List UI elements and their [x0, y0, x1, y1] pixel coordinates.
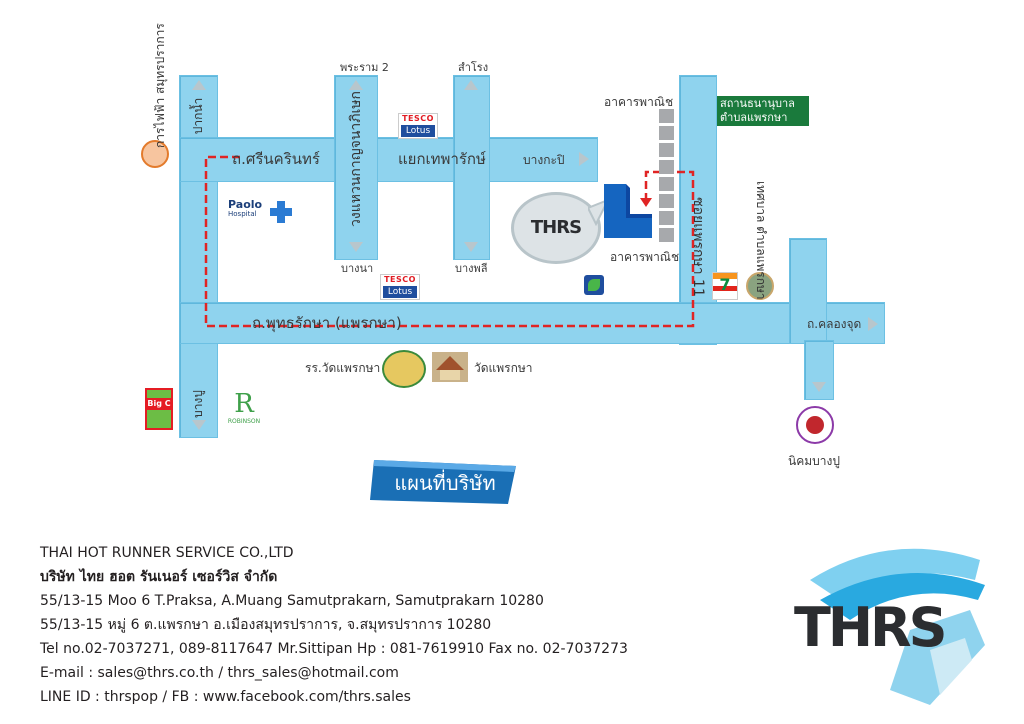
arrow-right-bang-kapi [579, 152, 589, 166]
arrow-down-bang-na [349, 242, 363, 252]
building-block [659, 160, 674, 174]
health-station-badge: สถานธนานุบาล ตำบลแพรกษา [717, 96, 809, 126]
paolo-hospital-logo: Paolo Hospital [228, 199, 298, 227]
school-label: รร.วัดแพรกษา [305, 361, 381, 375]
building-block [659, 228, 674, 242]
building-block [659, 143, 674, 157]
bubble-pointer [588, 200, 610, 226]
address-th: 55/13-15 หมู่ 6 ต.แพรกษา อ.เมืองสมุทรปรา… [40, 617, 492, 633]
building-block [659, 194, 674, 208]
pea-label: การไฟฟ้า สมุทรปราการ [153, 23, 167, 148]
road-label-soi-praeksa-11: ซอยแพรกษา 11 [690, 197, 706, 297]
school-emblem-icon [382, 350, 426, 388]
temple-image-icon [432, 352, 468, 382]
nikhom-logo [796, 406, 834, 444]
arrow-down-bang-pu [192, 420, 206, 430]
arrow-up-samrong [464, 80, 478, 90]
road-soi-praeksa-11 [679, 75, 717, 345]
company-logo: THRS [780, 540, 1000, 710]
pea-icon [141, 140, 169, 168]
road-label-srinakarin: ถ.ศรีนครินทร์ [232, 150, 320, 168]
road-puttharaksa [179, 302, 885, 344]
road-label-khlong-jud: ถ.คลองจุด [807, 317, 862, 331]
map-banner: แผนที่บริษัท [370, 458, 518, 506]
line-facebook: LINE ID : thrspop / FB : www.facebook.co… [40, 689, 411, 705]
company-name-en: THAI HOT RUNNER SERVICE CO.,LTD [40, 545, 294, 561]
municipality-label: เทศบาล ตำบลแพรกษา [754, 181, 768, 300]
commercial-building-label-top: อาคารพาณิช [604, 95, 674, 109]
direction-label-bang-pu: บางปู [191, 390, 205, 418]
map-area: ถ.ศรีนครินทร์ ถ.พุทธรักษา (แพรกษา) แยกเท… [141, 23, 885, 506]
commercial-building-label-bottom: อาคารพาณิช [610, 250, 680, 264]
direction-label-bang-kapi: บางกะปิ [523, 153, 565, 167]
road-label-yaek-thepharak: แยกเทพารักษ์ [398, 150, 486, 168]
municipality-seal-icon [746, 272, 774, 300]
seven-eleven-logo: 7 [712, 272, 738, 300]
temple-label: วัดแพรกษา [474, 361, 533, 375]
building-block [659, 126, 674, 140]
arrow-up-rama2 [349, 80, 363, 90]
direction-label-pak-nam: ปากน้ำ [191, 97, 205, 135]
robinson-logo: R ROBINSON [227, 389, 261, 425]
company-name-th: บริษัท ไทย ฮอต รันเนอร์ เซอร์วิส จำกัด [40, 569, 278, 585]
company-location-marker [604, 184, 652, 238]
road-label-puttharaksa: ถ.พุทธรักษา (แพรกษา) [252, 314, 402, 332]
arrow-down-bang-phli [464, 242, 478, 252]
cross-icon [270, 201, 292, 223]
gas-station-icon [584, 275, 604, 295]
building-block [659, 211, 674, 225]
address-en: 55/13-15 Moo 6 T.Praksa, A.Muang Samutpr… [40, 593, 544, 609]
road-wongwaen [334, 75, 378, 260]
road-thepharak [453, 75, 490, 260]
direction-label-bang-phli: บางพลี [455, 262, 488, 275]
arrow-down-nikhom [812, 382, 826, 392]
building-block [659, 109, 674, 123]
nikhom-label: นิคมบางปู [788, 454, 840, 468]
road-pak-nam-bang-pu [179, 75, 218, 438]
telephone: Tel no.02-7037271, 089-8117647 Mr.Sittip… [40, 641, 628, 657]
arrow-right-khlong-jud [868, 317, 878, 331]
bigc-logo: Big C [145, 388, 173, 430]
road-label-wongwaen: วงแหวนกาญจนาภิเษก [348, 90, 364, 227]
direction-label-bang-na: บางนา [341, 262, 374, 275]
route-line [204, 155, 695, 328]
email: E-mail : sales@thrs.co.th / thrs_sales@h… [40, 665, 399, 681]
building-block [659, 177, 674, 191]
arrow-up-pak-nam [192, 80, 206, 90]
road-khlong-jud-branch [789, 238, 827, 344]
direction-label-rama2: พระราม 2 [340, 61, 389, 74]
thrs-location-bubble: THRS [511, 192, 601, 264]
direction-label-samrong: สำโรง [458, 61, 489, 74]
road-srinakarin [179, 137, 598, 182]
